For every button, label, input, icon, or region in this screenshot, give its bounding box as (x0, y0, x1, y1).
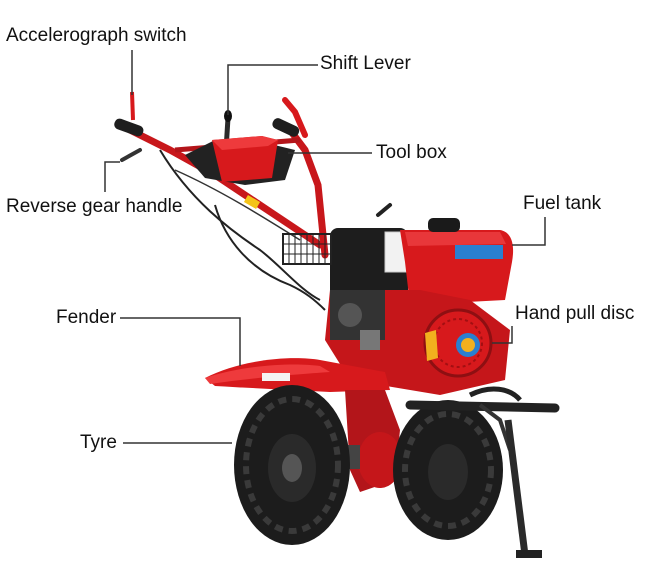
front-stand (405, 386, 560, 558)
label-tool-box: Tool box (376, 142, 447, 163)
left-tyre (234, 385, 350, 545)
leader-hand-pull (492, 326, 513, 344)
label-tyre: Tyre (80, 432, 117, 453)
leader-reverse-gear (104, 161, 120, 192)
leader-fender (120, 317, 241, 366)
label-accelerograph-switch: Accelerograph switch (6, 25, 187, 46)
tool-box (185, 136, 295, 185)
gearbox (345, 390, 402, 492)
label-fuel-tank: Fuel tank (523, 193, 602, 214)
label-shift-lever: Shift Lever (320, 53, 411, 74)
leader-shift-lever (227, 64, 318, 115)
right-tyre (393, 400, 503, 540)
label-hand-pull-disc: Hand pull disc (515, 303, 635, 324)
tool-basket (282, 233, 332, 265)
leader-fuel-tank (512, 217, 546, 246)
label-fender: Fender (56, 307, 117, 328)
engine-block (325, 203, 514, 395)
label-reverse-gear-handle: Reverse gear handle (6, 196, 183, 217)
leader-lines (104, 50, 546, 444)
fender (205, 358, 390, 392)
